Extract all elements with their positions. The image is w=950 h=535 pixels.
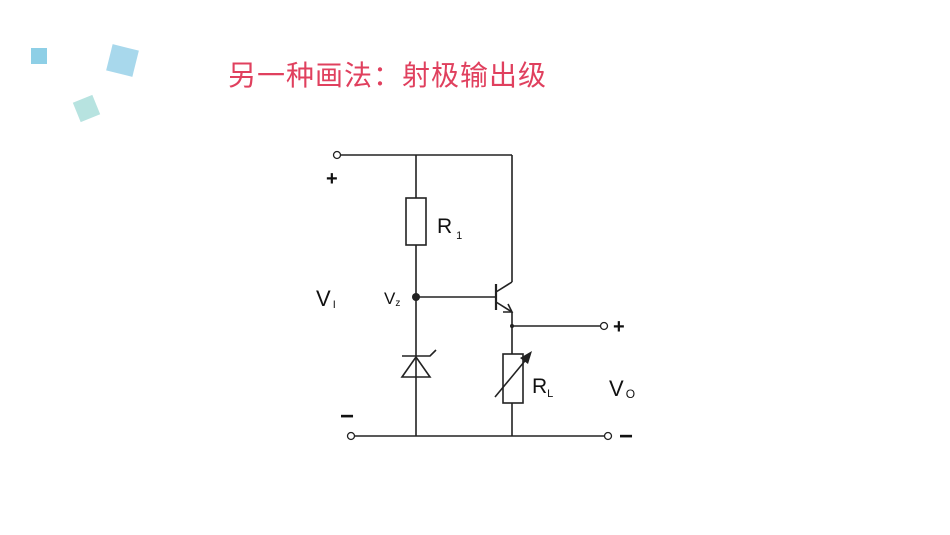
- decorative-square-small: [31, 48, 47, 64]
- slide-title: 另一种画法：射极输出级: [228, 59, 548, 92]
- rl-variable-arrow-line: [494, 355, 530, 398]
- emitter-node-dot: [510, 324, 514, 328]
- output-plus-label: +: [613, 316, 625, 338]
- transistor-collector: [495, 281, 513, 293]
- output-plus-terminal: [599, 321, 609, 331]
- vz-node-dot: [412, 293, 420, 301]
- input-plus-label: +: [326, 168, 338, 190]
- rl-arrow-head: [520, 351, 532, 364]
- input-minus-terminal: [346, 431, 356, 441]
- rl-resistor: [502, 353, 524, 404]
- input-plus-terminal: [332, 150, 342, 160]
- vz-label: Vz: [384, 289, 400, 309]
- zener-cathode: [402, 349, 437, 357]
- input-minus-label: −: [340, 403, 354, 430]
- r1-resistor: [405, 197, 427, 246]
- output-minus-terminal: [603, 431, 613, 441]
- rl-label: RL: [532, 375, 553, 400]
- transistor-emitter: [495, 301, 513, 313]
- output-minus-label: −: [619, 423, 633, 450]
